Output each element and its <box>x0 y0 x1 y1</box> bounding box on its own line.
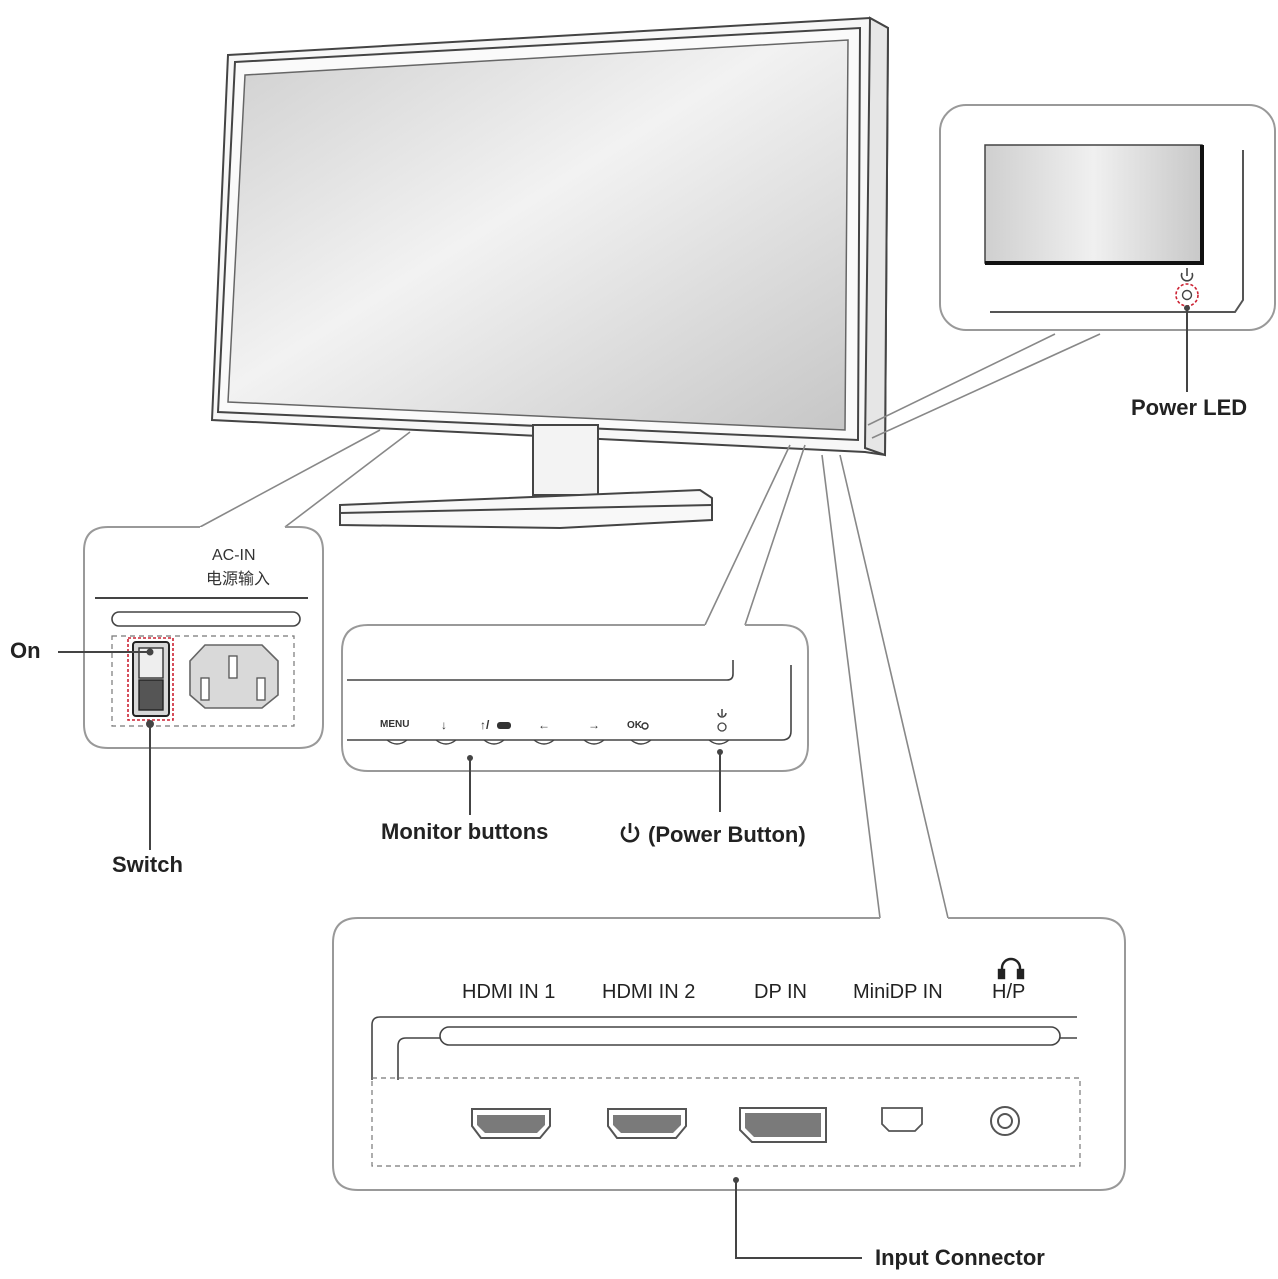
power-button-callout: (Power Button) <box>618 821 806 846</box>
power-button-label: (Power Button) <box>648 822 806 847</box>
headphone-icon <box>997 957 1025 980</box>
ac-in-title: AC-IN <box>212 547 256 564</box>
gamepad-icon <box>497 722 511 729</box>
ac-in-title-cn: 电源输入 <box>206 571 271 588</box>
leader-lines <box>199 333 1101 919</box>
input-connector-panel <box>332 917 1126 1259</box>
button-label-left: ← <box>538 718 550 732</box>
power-icon <box>620 823 640 843</box>
button-label-right: → <box>588 718 600 732</box>
monitor-screen <box>227 39 849 431</box>
ac-in-panel <box>83 526 324 749</box>
button-label-down: ↓ <box>441 718 447 732</box>
port-label-minidp: MiniDP IN <box>853 981 943 1003</box>
power-led-label: Power LED <box>1131 395 1248 420</box>
input-connector-label: Input Connector <box>875 1245 1045 1270</box>
on-label: On <box>10 638 41 663</box>
port-label-hdmi2: HDMI IN 2 <box>602 981 696 1003</box>
power-icon <box>1180 268 1194 282</box>
monitor-buttons-panel <box>341 624 809 815</box>
switch-label: Switch <box>112 852 183 877</box>
button-label-ok: OK <box>627 720 642 731</box>
button-label-menu: MENU <box>380 719 410 730</box>
switch-leaders <box>58 648 154 850</box>
power-led-panel <box>939 104 1276 392</box>
port-label-dp: DP IN <box>754 981 807 1003</box>
monitor-buttons-label: Monitor buttons <box>381 819 549 844</box>
button-label-up-game: ↑/ <box>480 718 490 732</box>
port-label-hp: H/P <box>992 981 1026 1003</box>
monitor-stand <box>339 424 713 530</box>
port-label-hdmi1: HDMI IN 1 <box>462 981 556 1003</box>
